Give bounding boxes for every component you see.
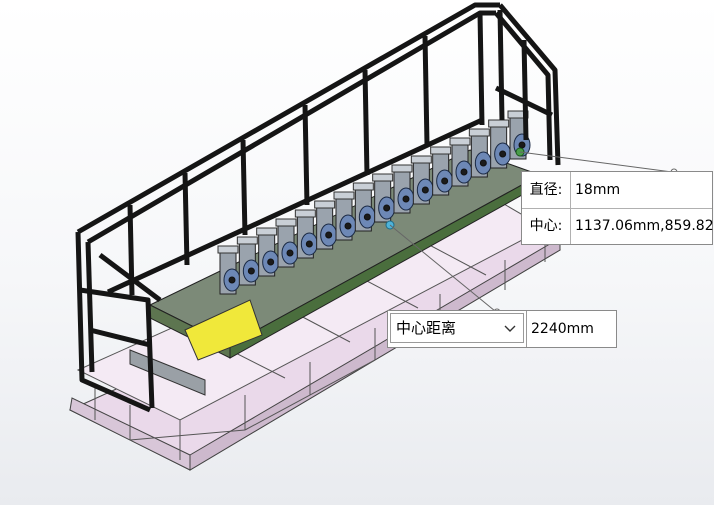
center-row: 中心: 1137.06mm,859.82 xyxy=(522,208,714,244)
roller-station xyxy=(430,146,454,196)
roller-station xyxy=(217,245,241,295)
roller-station xyxy=(294,209,318,259)
roller-station xyxy=(256,227,280,277)
roller-station xyxy=(468,128,492,178)
roller-station xyxy=(391,164,415,214)
center-label: 中心: xyxy=(522,208,571,244)
distance-type-dropdown[interactable]: 中心距离 xyxy=(390,313,524,343)
distance-value: 2240mm xyxy=(526,311,617,347)
roller-stations xyxy=(217,110,531,295)
distance-type-selected: 中心距离 xyxy=(396,319,457,337)
center-value: 1137.06mm,859.82 xyxy=(575,218,714,234)
diameter-row: 直径: 18mm xyxy=(522,172,712,209)
roller-station xyxy=(314,200,338,250)
chevron-down-icon xyxy=(504,325,516,332)
safety-guard-frame xyxy=(75,2,561,413)
roller-station xyxy=(488,119,512,169)
diameter-label: 直径: xyxy=(522,172,571,208)
roller-station xyxy=(236,236,260,286)
roller-station xyxy=(410,155,434,205)
distance-measure-panel: 中心距离 2240mm xyxy=(387,310,617,348)
roller-station xyxy=(333,191,357,241)
measurement-info-panel: 直径: 18mm 中心: 1137.06mm,859.82 xyxy=(521,171,714,245)
roller-station xyxy=(352,182,376,232)
diameter-value: 18mm xyxy=(575,182,621,198)
roller-station xyxy=(449,137,473,187)
